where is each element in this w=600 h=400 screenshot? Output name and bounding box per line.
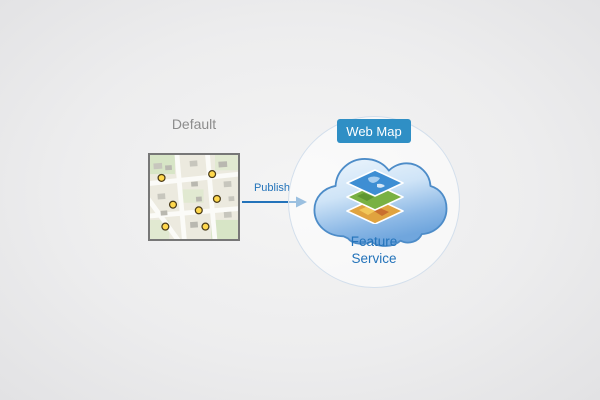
map-thumbnail-icon — [150, 155, 238, 239]
web-map-badge: Web Map — [337, 119, 411, 143]
default-map-label: Default — [171, 116, 217, 132]
layer-middle-green — [346, 183, 404, 211]
web-map-badge-label: Web Map — [346, 123, 402, 139]
layers-icon — [346, 169, 404, 224]
publish-label: Publish — [253, 182, 291, 194]
map-buildings — [153, 160, 235, 228]
map-point-markers — [157, 170, 221, 231]
layer-top-blue — [346, 169, 404, 197]
layer-bottom-imagery — [346, 197, 404, 224]
map-thumbnail — [148, 153, 240, 241]
feature-service-label: Feature Service — [350, 234, 398, 266]
